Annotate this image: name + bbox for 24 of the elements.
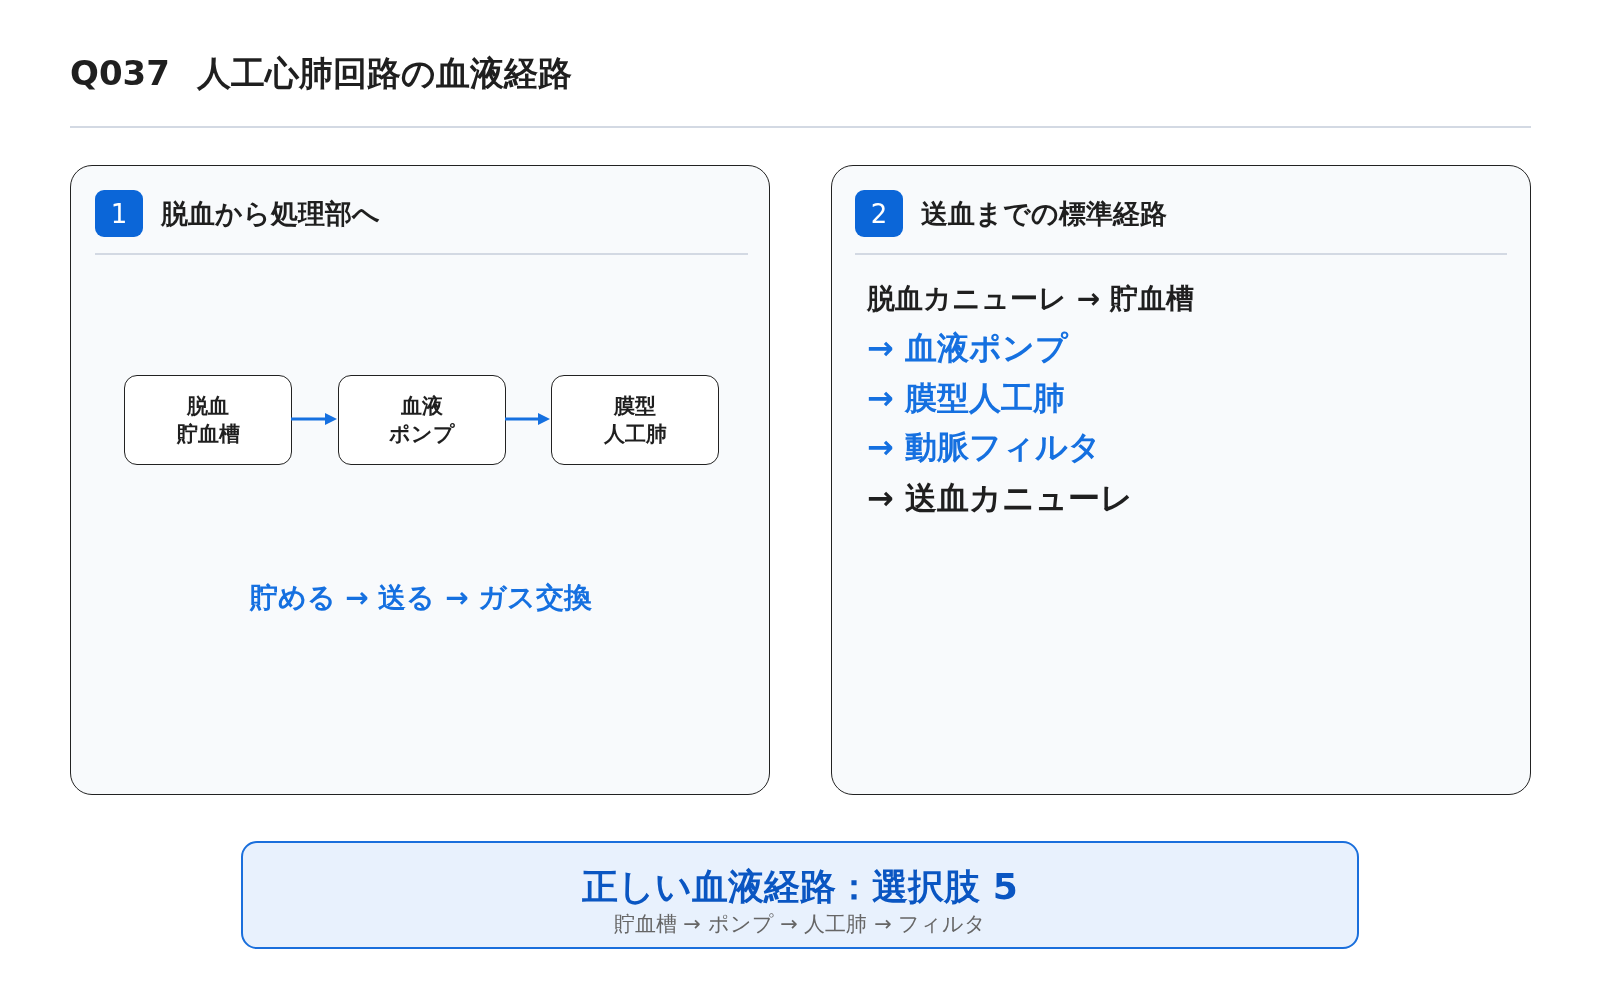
route-step: 脱血カニューレ → 貯血槽 (867, 282, 1194, 316)
box-label: 脱血貯血槽 (176, 392, 240, 448)
process-box (551, 375, 719, 465)
panel (831, 165, 1531, 795)
route-step: → 送血カニューレ (867, 478, 1133, 518)
page-title: Q037 人工心肺回路の血液経路 (70, 53, 572, 94)
answer-title: 正しい血液経路：選択肢 5 (582, 865, 1018, 909)
process-summary: 貯める → 送る → ガス交換 (249, 581, 593, 615)
answer-box (241, 841, 1359, 949)
box-label: 膜型人工肺 (603, 392, 667, 448)
arrow (291, 413, 337, 425)
arrow (505, 413, 550, 425)
step-number-badge: 1 (95, 190, 143, 237)
route-step: → 血液ポンプ (867, 328, 1068, 368)
route-step: → 動脈フィルタ (867, 427, 1101, 467)
step-number-badge: 2 (855, 190, 903, 237)
panel (70, 165, 770, 795)
box-label: 血液ポンプ (389, 392, 455, 448)
answer-route: 貯血槽 → ポンプ → 人工肺 → フィルタ (613, 912, 987, 938)
panel-heading: 送血までの標準経路 (921, 197, 1167, 231)
route-step: → 膜型人工肺 (867, 378, 1065, 418)
panel-heading: 脱血から処理部へ (161, 197, 380, 231)
process-box (124, 375, 292, 465)
process-box (338, 375, 506, 465)
